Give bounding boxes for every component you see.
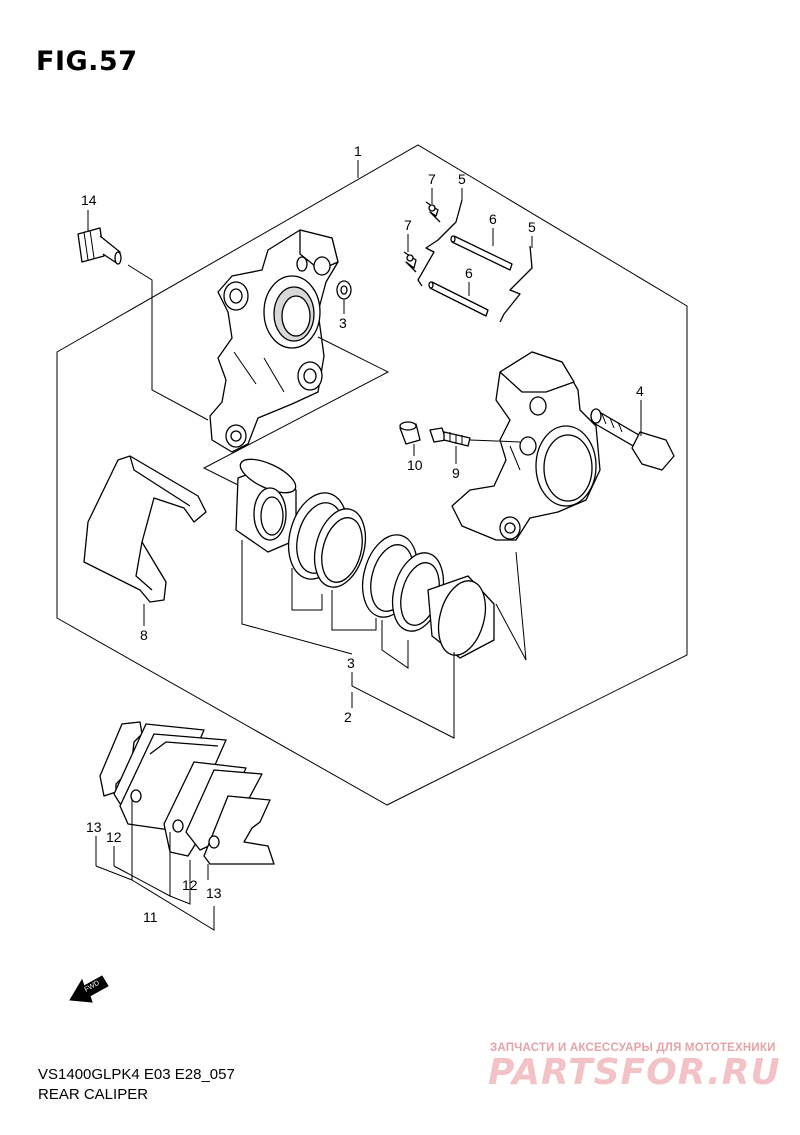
piston-right	[427, 575, 495, 659]
part-6-pin-upper	[450, 235, 513, 271]
part-9-bleeder-valve	[429, 427, 471, 447]
callout-5b: 5	[528, 219, 536, 235]
part-6-pin-lower	[428, 281, 489, 317]
callout-6b: 6	[465, 265, 473, 281]
callout-4: 4	[636, 383, 644, 399]
callout-13b: 13	[206, 885, 222, 901]
callout-3a: 3	[339, 315, 347, 331]
piston-left	[235, 458, 297, 553]
callout-3b: 3	[347, 655, 355, 671]
callout-8: 8	[140, 627, 148, 643]
model-code: VS1400GLPK4 E03 E28_057	[38, 1066, 235, 1083]
part-5-spring-upper	[417, 199, 463, 287]
brake-pad-shim-outer-right	[203, 795, 275, 865]
part-8-pad-spring	[83, 455, 207, 603]
figure-title: FIG.57	[36, 46, 138, 77]
caliper-body	[451, 351, 601, 541]
callout-12b: 12	[182, 877, 198, 893]
callout-12a: 12	[106, 829, 122, 845]
callout-7b: 7	[404, 217, 412, 233]
watermark-logo: PARTSFOR.RU	[488, 1052, 781, 1093]
part-3-seal	[336, 280, 352, 300]
part-14-bolt	[77, 227, 122, 265]
callout-14: 14	[81, 192, 97, 208]
callout-7a: 7	[428, 171, 436, 187]
part-5-spring-lower	[499, 245, 533, 323]
part-7-clip-lower	[403, 251, 417, 273]
callout-2: 2	[344, 709, 352, 725]
callout-10: 10	[407, 457, 423, 473]
callout-9: 9	[452, 465, 460, 481]
part-7-clip-upper	[425, 201, 441, 223]
callout-6a: 6	[489, 211, 497, 227]
callout-13a: 13	[86, 819, 102, 835]
part-4-slide-bolt	[590, 408, 675, 471]
callout-5a: 5	[458, 171, 466, 187]
caliper-bracket	[209, 229, 339, 453]
brake-pad-left	[119, 733, 227, 831]
callout-1: 1	[354, 143, 362, 159]
assembly-boundary-line	[56, 144, 688, 806]
watermark-tagline: ЗАПЧАСТИ И АКСЕССУАРЫ ДЛЯ МОТОТЕХНИКИ	[490, 1042, 776, 1054]
fwd-arrow-icon: FWD	[69, 975, 109, 1003]
callout-11: 11	[143, 909, 158, 925]
seal-ring-thin	[313, 508, 367, 588]
part-10-bleeder-cap	[399, 421, 421, 445]
diagram-caption: REAR CALIPER	[38, 1086, 149, 1103]
